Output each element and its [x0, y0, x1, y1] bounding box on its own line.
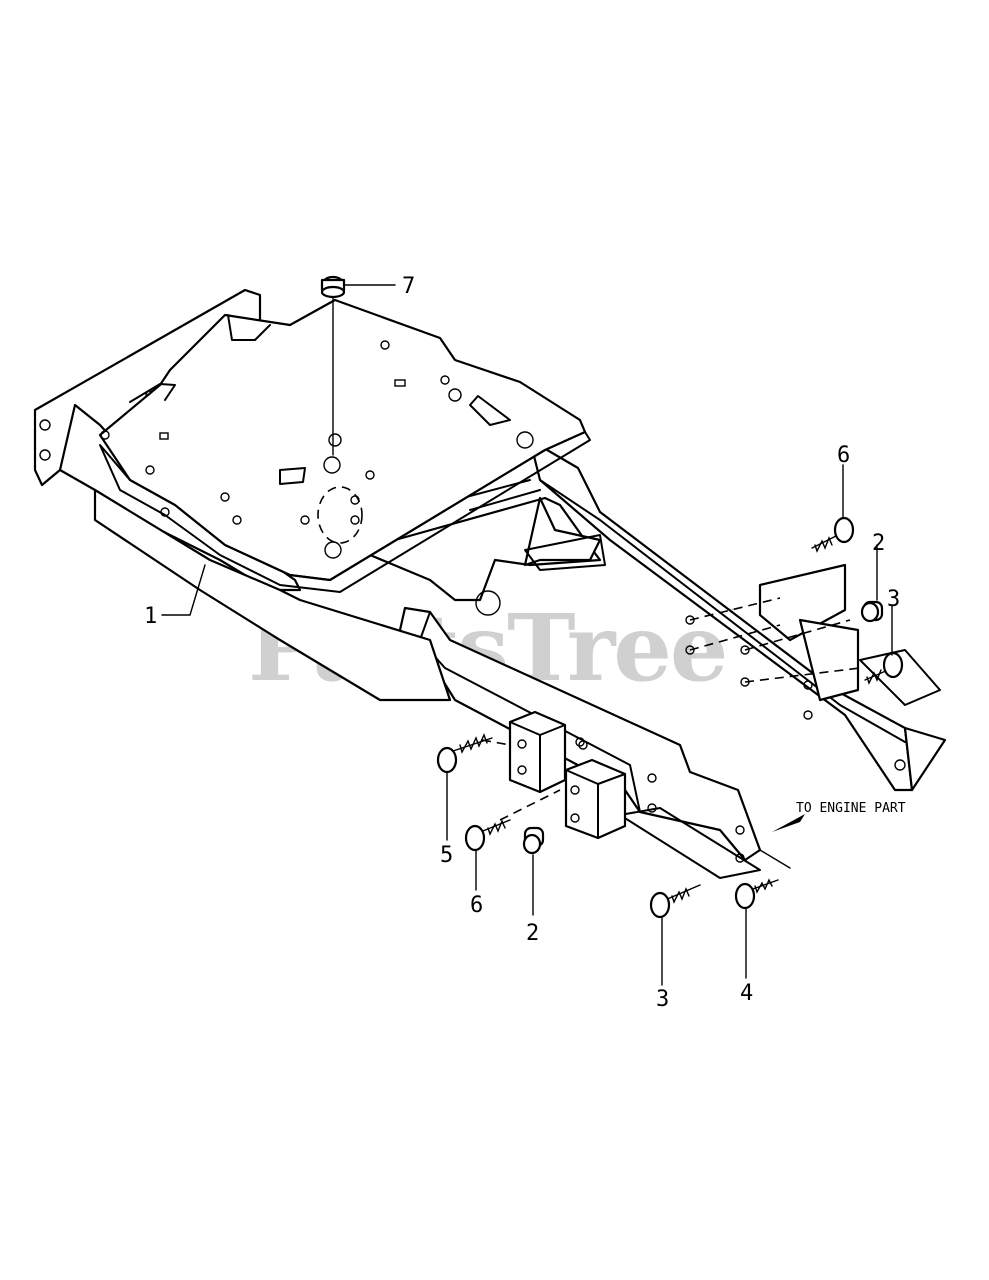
leader-dash-6	[499, 789, 561, 821]
engine-part-note: TO ENGINE PART	[796, 801, 906, 816]
callout-6-lower: 6	[470, 893, 483, 918]
bolt-6-lower	[464, 819, 511, 852]
callout-4: 4	[740, 981, 753, 1006]
bolt-3-upper	[864, 651, 904, 685]
cross-member	[368, 479, 606, 616]
pin-2-lower	[522, 826, 545, 855]
right-bracket-plates	[689, 563, 941, 706]
callout-6-upper: 6	[837, 443, 850, 468]
deck-plate	[98, 298, 591, 593]
callout-7: 7	[402, 274, 415, 299]
callout-2-lower: 2	[526, 921, 539, 946]
bolt-4	[734, 878, 779, 910]
callout-1: 1	[144, 604, 157, 629]
callout-3-upper: 3	[887, 587, 900, 612]
callout-5: 5	[440, 843, 453, 868]
bolt-6-upper	[811, 516, 855, 553]
plug-7	[320, 275, 346, 299]
pin-2-upper	[860, 600, 884, 623]
spacer-block-front	[564, 758, 627, 840]
callout-2-upper: 2	[872, 531, 885, 556]
callout-3-lower: 3	[656, 987, 669, 1012]
leader-lines	[161, 284, 893, 986]
bolt-5	[436, 733, 493, 774]
engine-part-arrow	[759, 814, 805, 869]
bolt-3-lower	[649, 884, 701, 919]
